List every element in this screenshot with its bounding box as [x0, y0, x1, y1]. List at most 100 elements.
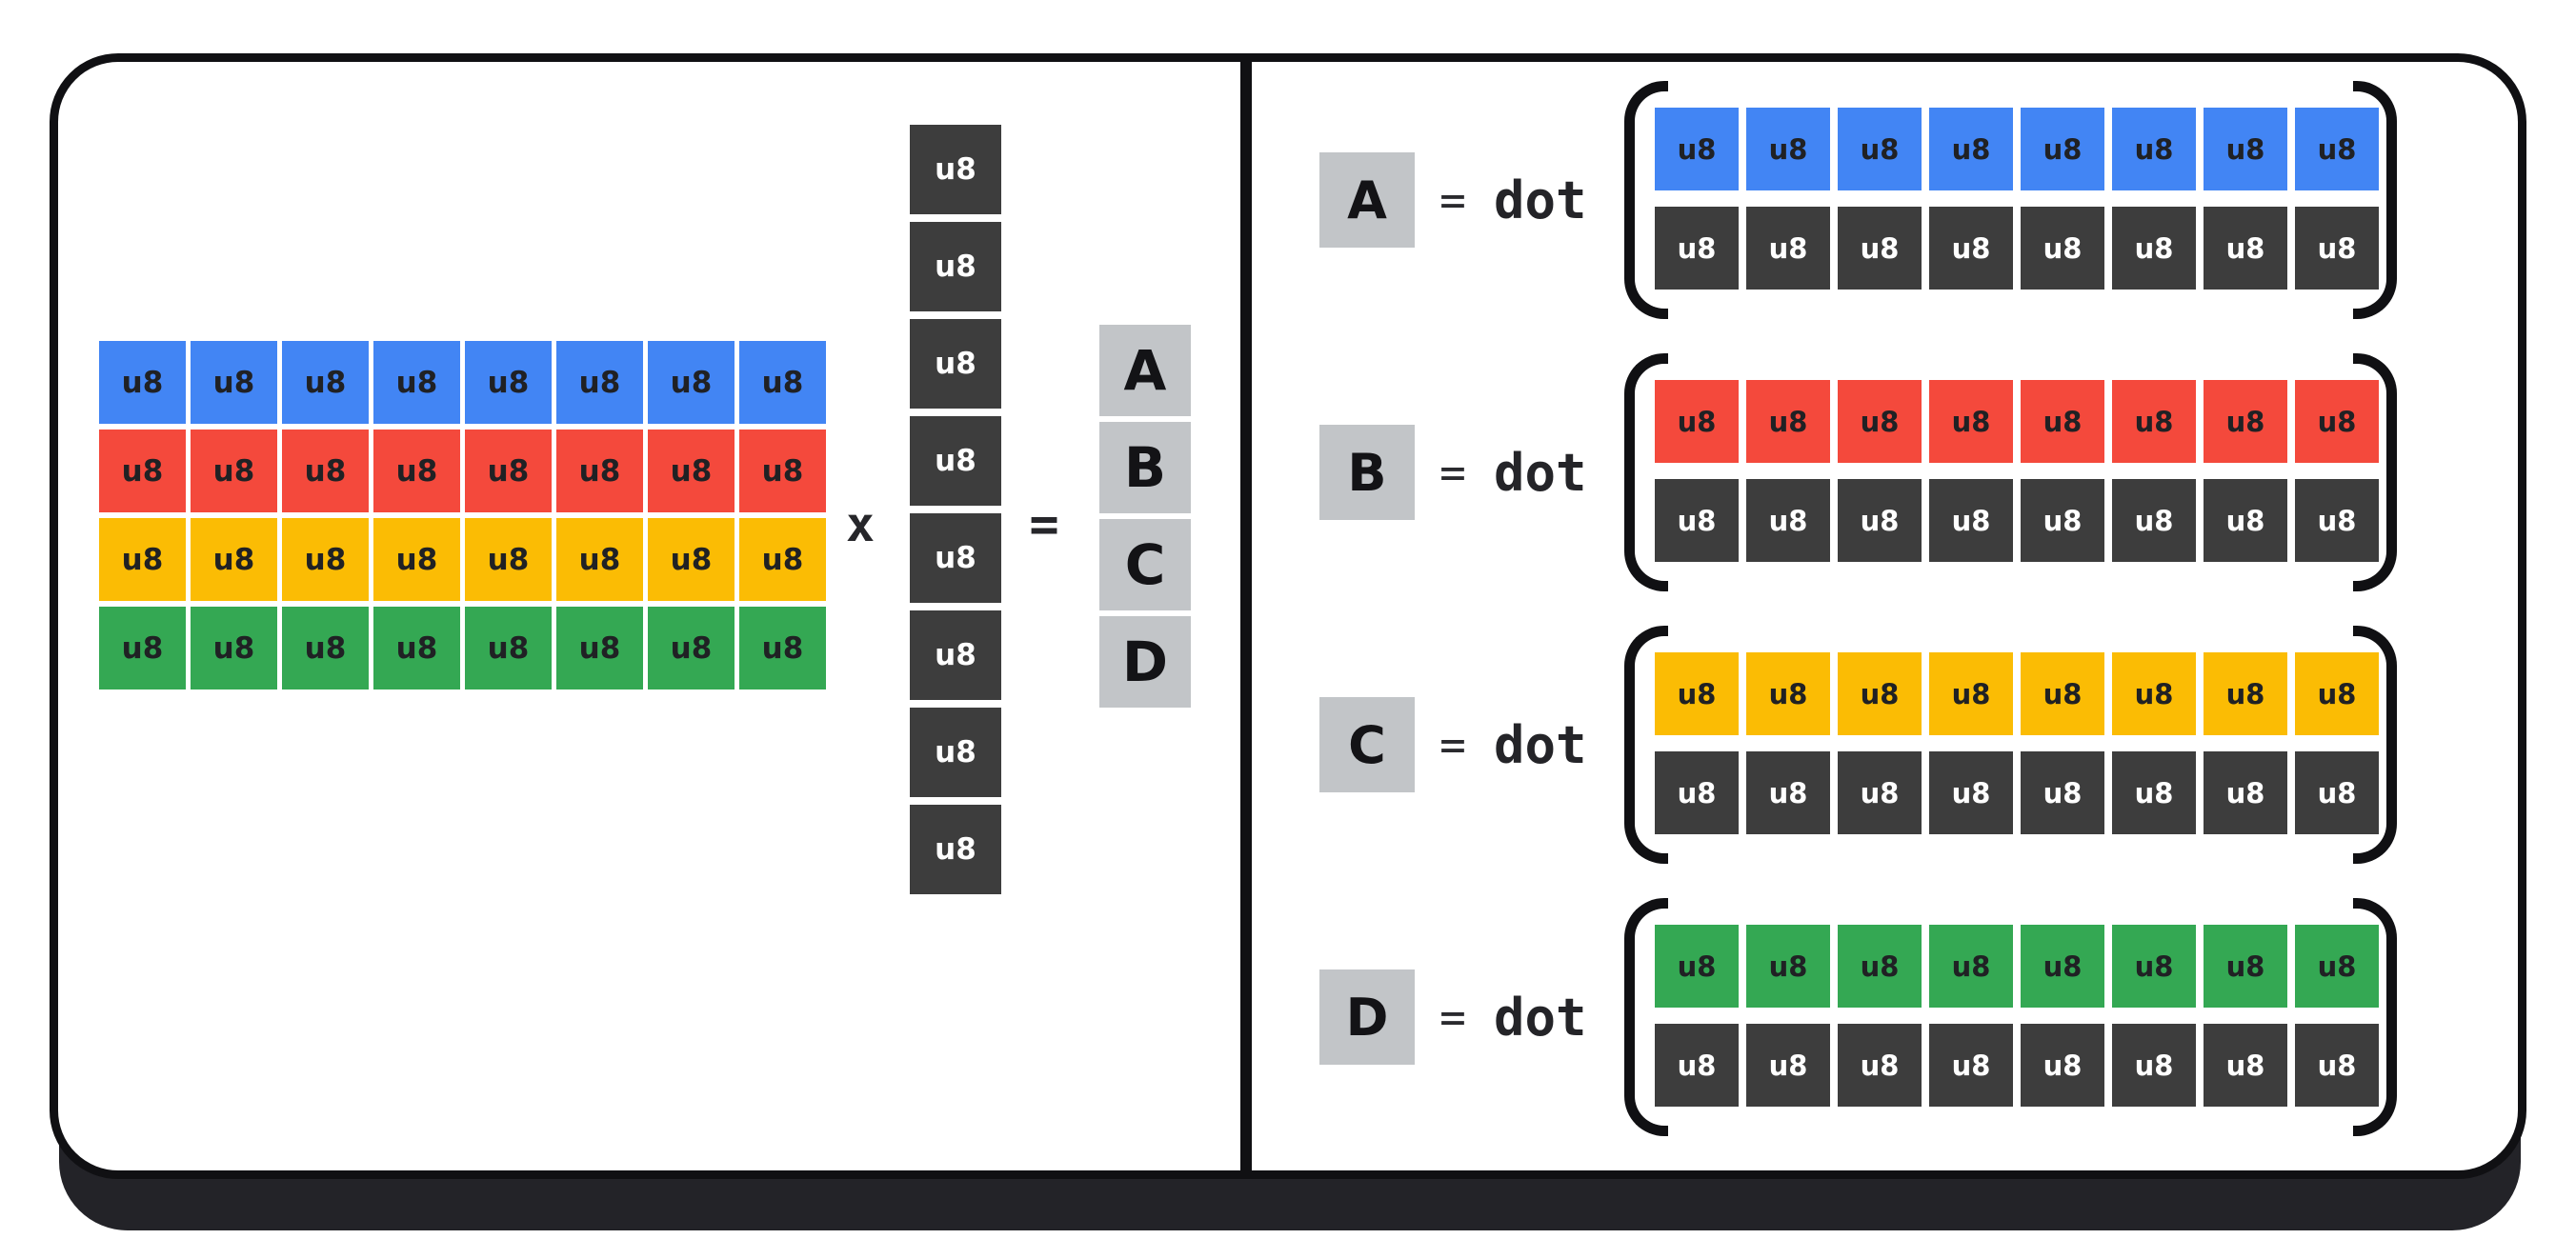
- result-box: B: [1099, 422, 1191, 513]
- weight-cell: u8: [2204, 1024, 2287, 1107]
- activation-cell: u8: [2295, 652, 2379, 735]
- open-paren-icon: [1624, 898, 1668, 1136]
- matrix-cell: u8: [191, 341, 277, 424]
- dot-function-label: dot: [1494, 442, 1587, 503]
- activation-cell: u8: [2295, 925, 2379, 1008]
- result-label-box: A: [1319, 152, 1415, 248]
- activation-cell: u8: [1929, 108, 2013, 190]
- multiply-operator: x: [845, 497, 875, 552]
- weight-cell: u8: [2112, 207, 2196, 290]
- activation-cell: u8: [2021, 380, 2104, 463]
- weight-cell: u8: [2021, 479, 2104, 562]
- matrix-cell: u8: [282, 518, 369, 601]
- matrix-cell: u8: [739, 607, 826, 689]
- open-paren-icon: [1624, 81, 1668, 319]
- activation-cell: u8: [2021, 652, 2104, 735]
- equals-sign: =: [1439, 719, 1466, 770]
- result-box: D: [1099, 616, 1191, 708]
- activation-cell: u8: [1838, 380, 1922, 463]
- weight-cell: u8: [1929, 479, 2013, 562]
- activation-cell: u8: [1655, 652, 1739, 735]
- weight-cell: u8: [1929, 207, 2013, 290]
- dot-function-label: dot: [1494, 987, 1587, 1048]
- open-paren-icon: [1624, 626, 1668, 864]
- activation-cell: u8: [2021, 925, 2104, 1008]
- weight-cell: u8: [1746, 751, 1830, 834]
- matrix-cell: u8: [556, 518, 643, 601]
- vector-cell: u8: [910, 319, 1001, 409]
- open-paren-icon: [1624, 353, 1668, 591]
- activation-cell: u8: [1929, 652, 2013, 735]
- matrix-cell: u8: [739, 341, 826, 424]
- activation-cell: u8: [1838, 925, 1922, 1008]
- matrix-cell: u8: [191, 430, 277, 512]
- matrix-cell: u8: [99, 607, 186, 689]
- weight-cell: u8: [1838, 751, 1922, 834]
- weight-cell: u8: [1746, 207, 1830, 290]
- result-label-box: D: [1319, 969, 1415, 1065]
- matrix-cell: u8: [373, 341, 460, 424]
- matrix-cell: u8: [99, 518, 186, 601]
- weight-cell: u8: [2112, 479, 2196, 562]
- weight-cell: u8: [1655, 751, 1739, 834]
- weight-cell: u8: [2204, 479, 2287, 562]
- weight-cell: u8: [1655, 207, 1739, 290]
- activation-cell: u8: [1929, 380, 2013, 463]
- weight-cell: u8: [2295, 207, 2379, 290]
- matrix-cell: u8: [739, 430, 826, 512]
- vector-cell: u8: [910, 222, 1001, 311]
- activation-cell: u8: [1746, 925, 1830, 1008]
- matrix-cell: u8: [99, 341, 186, 424]
- vector-cell: u8: [910, 513, 1001, 603]
- vector-cell: u8: [910, 805, 1001, 894]
- result-label-box: C: [1319, 697, 1415, 792]
- weight-cell: u8: [1929, 751, 2013, 834]
- weight-cell: u8: [2204, 751, 2287, 834]
- activation-cell: u8: [2112, 652, 2196, 735]
- activation-cell: u8: [2204, 380, 2287, 463]
- weight-cell: u8: [2204, 207, 2287, 290]
- equals-sign: =: [1439, 174, 1466, 226]
- weight-cell: u8: [2112, 1024, 2196, 1107]
- matrix-cell: u8: [373, 607, 460, 689]
- close-paren-icon: [2353, 353, 2397, 591]
- matrix-cell: u8: [373, 518, 460, 601]
- weight-cell: u8: [2295, 1024, 2379, 1107]
- weight-cell: u8: [1655, 479, 1739, 562]
- weight-cell: u8: [2295, 751, 2379, 834]
- vector-cell: u8: [910, 708, 1001, 797]
- matrix-cell: u8: [739, 518, 826, 601]
- equals-operator: =: [1029, 496, 1059, 553]
- matrix-cell: u8: [648, 607, 735, 689]
- matrix-cell: u8: [465, 607, 552, 689]
- matrix-cell: u8: [556, 430, 643, 512]
- matrix-cell: u8: [282, 430, 369, 512]
- weight-cell: u8: [1838, 479, 1922, 562]
- result-box: A: [1099, 325, 1191, 416]
- activation-cell: u8: [1655, 108, 1739, 190]
- result-box: C: [1099, 519, 1191, 610]
- vector-cell: u8: [910, 125, 1001, 214]
- matrix-cell: u8: [556, 341, 643, 424]
- weight-cell: u8: [1929, 1024, 2013, 1107]
- weight-cell: u8: [1746, 1024, 1830, 1107]
- weight-cell: u8: [1838, 1024, 1922, 1107]
- matrix-cell: u8: [465, 430, 552, 512]
